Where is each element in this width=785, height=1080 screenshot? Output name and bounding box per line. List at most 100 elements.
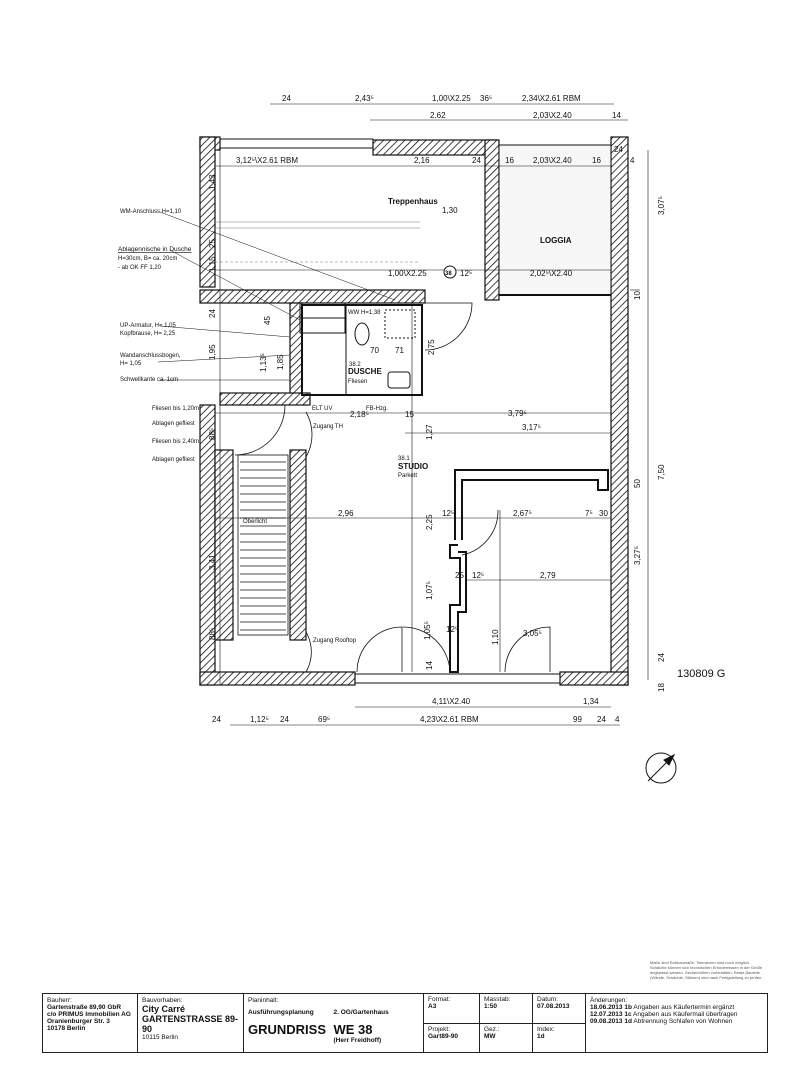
shower-tray [384,309,416,339]
dim: 2,03\X2.40 [533,111,572,120]
sink [387,371,411,389]
dim: 2,67⁵ [513,509,532,518]
dim: 2,75 [427,339,436,355]
title-block: Bauherr: Gartenstraße 89,90 GbR c/o PRIM… [42,993,768,1053]
drawn-label: Gez.: [484,1025,500,1033]
stair-wall-vertical [484,139,500,301]
bath-lower-wall [219,392,311,406]
dim: 25 [208,239,217,248]
date-cell: Datum:07.08.2013 Index:1d [533,994,586,1052]
dim: 70 [370,346,379,355]
dim: 3,17⁵ [522,423,541,432]
floor-shower: Fliesen [348,379,367,385]
dim: 69⁵ [318,715,330,724]
dim: 50 [633,479,642,488]
room-label-shower: DUSCHE [348,367,382,376]
dim: 1,34 [583,697,599,706]
client-line: 10178 Berlin [47,1025,86,1032]
dim: 12⁵ [472,571,484,580]
fb-label: FB-Hzg. [366,406,388,412]
dim: 2.62 [430,111,446,120]
plan-phase: Ausführungsplanung [248,1009,314,1017]
door-swing-bottom-2 [402,626,451,673]
window-bottom [354,673,561,684]
dim: 2,16 [414,156,430,165]
dim: 2,18⁵ [350,410,369,419]
door-swing-th [305,411,313,458]
annotation: Wandanschlussbogen, [120,353,181,359]
dim: 1,15 [208,256,217,272]
index: 1d [537,1032,545,1040]
bottom-wall-left [199,671,356,686]
dim: 1,10 [491,629,500,645]
annotation: Kopfbrause, H= 2,25 [120,331,176,337]
elt-label: ELT UV [312,406,332,412]
date-label: Datum: [537,996,558,1003]
dim: 1,00\X2.25 [432,94,471,103]
dim: 3,27⁵ [633,546,642,565]
dim: 1,30 [442,206,458,215]
wardrobe-wall [454,469,609,540]
left-wall [199,136,216,288]
window-top-left [219,138,374,149]
staircase [237,454,289,636]
client-cell: Bauherr: Gartenstraße 89,90 GbR c/o PRIM… [43,994,138,1052]
room-label-studio: STUDIO [398,462,428,471]
plan-label: Planinhalt: [248,997,279,1004]
dim: 18 [657,683,666,692]
mid-wall [199,289,426,304]
changes-cell: Änderungen: 18.06.2013 1b Angaben aus Kä… [586,994,767,1052]
dim: 12⁵ [446,625,458,634]
door-swing-roof [305,631,312,673]
room-number-shower: 38.2 [349,362,361,368]
dim: 3,79⁵ [508,409,527,418]
unit: WE 38 [333,1021,373,1037]
format-cell: Format:A3 Projekt:Gart89-90 [424,994,480,1052]
dim: 1,43 [208,174,217,190]
dim: 71 [395,346,404,355]
changes-label: Änderungen: [590,997,628,1004]
dim: 24 [212,715,221,724]
dim: 3,07⁵ [657,196,666,215]
skylight-label: Oberlicht [243,519,267,525]
annotation: UP-Armatur, H= 1,05 [120,323,177,329]
entry-roof-label: Zugang Rooftop [313,638,357,644]
project: Gart89-90 [428,1032,458,1040]
floor: 2. OG/Gartenhaus [333,1009,389,1017]
project-name: City Carré [142,1004,186,1014]
change-row: 18.06.2013 1b Angaben aus Käufertermin e… [590,1004,735,1011]
client-line: c/o PRIMUS Immobilien AG [47,1011,131,1018]
dim: 3,41 [208,554,217,570]
plan-title: GRUNDRISS [248,1021,327,1037]
project-address: GARTENSTRASSE 89-90 [142,1014,239,1034]
left-wall-lower [199,404,216,686]
dim: 16 [592,156,601,165]
note: Maße sind Rohbaumaße. Toleranzen sind no… [650,960,763,980]
scale-cell: Masstab:1:50 Gez.:MW [480,994,533,1052]
unit-owner: (Herr Freidhoff) [333,1036,382,1044]
wc-height: WW H=1,38 [348,310,381,316]
annotation: WM-Anschluss H=1,10 [120,209,182,215]
dim: 16 [505,156,514,165]
shower-room [301,304,423,396]
project-owner-cell: Bauvorhaben: City Carré GARTENSTRASSE 89… [138,994,244,1052]
dim: 15 [405,410,414,419]
client-line: Oranienburger Str. 3 [47,1018,110,1025]
client-line: Gartenstraße 89,90 GbR [47,1004,122,1011]
dimension-lines [215,103,649,726]
door-swing-bath [234,404,286,456]
dim: 1,95 [208,344,217,360]
dim: 4 [630,156,635,165]
toilet [354,322,370,346]
dim: 2,43⁵ [355,94,374,103]
annotation: Schwellkante ca. 1cm [120,377,178,383]
room-number-studio: 38.1 [398,456,410,462]
dim: 2,96 [338,509,354,518]
annotation: - ab OK FF 1,20 [118,265,162,271]
dim: 2,79 [540,571,556,580]
annotation: H= 1,05 [120,361,142,367]
stair-side-right [289,449,307,641]
stairhall-stairs [215,221,420,263]
dim: 2,25 [425,514,434,530]
dim: 24 [614,145,623,154]
